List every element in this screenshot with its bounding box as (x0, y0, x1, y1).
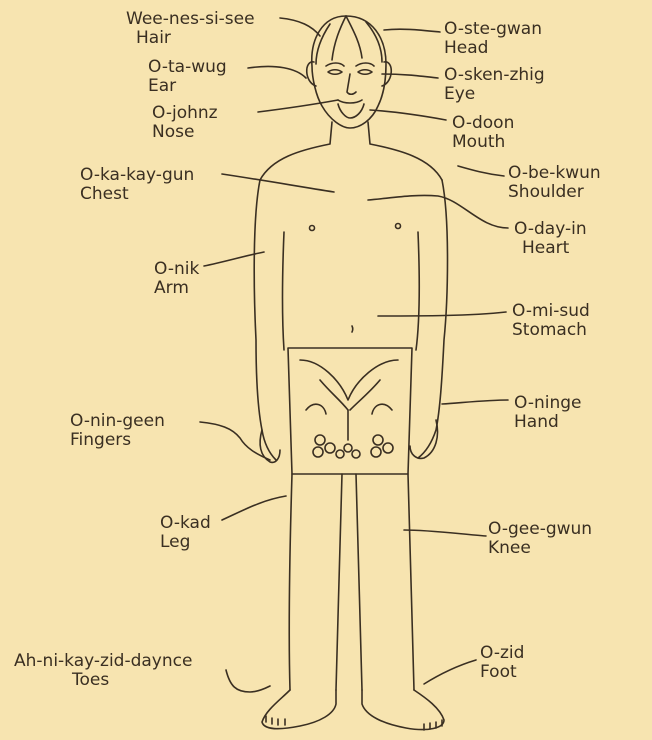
head-ojibwe: O-ste-gwan (444, 20, 542, 39)
mouth-english: Mouth (452, 133, 514, 152)
label-shoulder: O-be-kwun Shoulder (508, 164, 601, 202)
label-hair: Wee-nes-si-see Hair (126, 10, 255, 48)
label-foot: O-zid Foot (480, 644, 524, 682)
ear-ojibwe: O-ta-wug (148, 58, 227, 77)
label-head: O-ste-gwan Head (444, 20, 542, 58)
legs-outline (289, 474, 414, 690)
face-features (326, 63, 374, 118)
foot-english: Foot (480, 663, 524, 682)
chest-english: Chest (80, 185, 194, 204)
stomach-ojibwe: O-mi-sud (512, 302, 590, 321)
heart-english: Heart (514, 239, 587, 258)
feet (262, 690, 444, 730)
toes-english: Toes (14, 671, 192, 690)
label-mouth: O-doon Mouth (452, 114, 514, 152)
label-heart: O-day-in Heart (514, 220, 587, 258)
shoulder-english: Shoulder (508, 183, 601, 202)
label-chest: O-ka-kay-gun Chest (80, 166, 194, 204)
label-eye: O-sken-zhig Eye (444, 66, 545, 104)
knee-english: Knee (488, 539, 592, 558)
fingers-english: Fingers (70, 431, 165, 450)
foot-ojibwe: O-zid (480, 644, 524, 663)
chest-ojibwe: O-ka-kay-gun (80, 166, 194, 185)
fingers-ojibwe: O-nin-geen (70, 412, 165, 431)
label-leg: O-kad Leg (160, 514, 211, 552)
heart-ojibwe: O-day-in (514, 220, 587, 239)
hand-ojibwe: O-ninge (514, 394, 582, 413)
ear-english: Ear (148, 77, 227, 96)
label-stomach: O-mi-sud Stomach (512, 302, 590, 340)
hair-ojibwe: Wee-nes-si-see (126, 10, 255, 29)
arm-ojibwe: O-nik (154, 260, 199, 279)
label-ear: O-ta-wug Ear (148, 58, 227, 96)
nose-ojibwe: O-johnz (152, 104, 218, 123)
label-hand: O-ninge Hand (514, 394, 582, 432)
knee-ojibwe: O-gee-gwun (488, 520, 592, 539)
toes-ojibwe: Ah-ni-kay-zid-daynce (14, 652, 192, 671)
loincloth (288, 348, 412, 474)
hand-english: Hand (514, 413, 582, 432)
leg-english: Leg (160, 533, 211, 552)
label-fingers: O-nin-geen Fingers (70, 412, 165, 450)
stomach-english: Stomach (512, 321, 590, 340)
mouth-ojibwe: O-doon (452, 114, 514, 133)
label-nose: O-johnz Nose (152, 104, 218, 142)
head-english: Head (444, 39, 542, 58)
label-arm: O-nik Arm (154, 260, 199, 298)
leg-ojibwe: O-kad (160, 514, 211, 533)
eye-english: Eye (444, 85, 545, 104)
shoulder-ojibwe: O-be-kwun (508, 164, 601, 183)
hair-english: Hair (126, 29, 255, 48)
arm-english: Arm (154, 279, 199, 298)
nose-english: Nose (152, 123, 218, 142)
eye-ojibwe: O-sken-zhig (444, 66, 545, 85)
label-toes: Ah-ni-kay-zid-daynce Toes (14, 652, 192, 690)
label-knee: O-gee-gwun Knee (488, 520, 592, 558)
